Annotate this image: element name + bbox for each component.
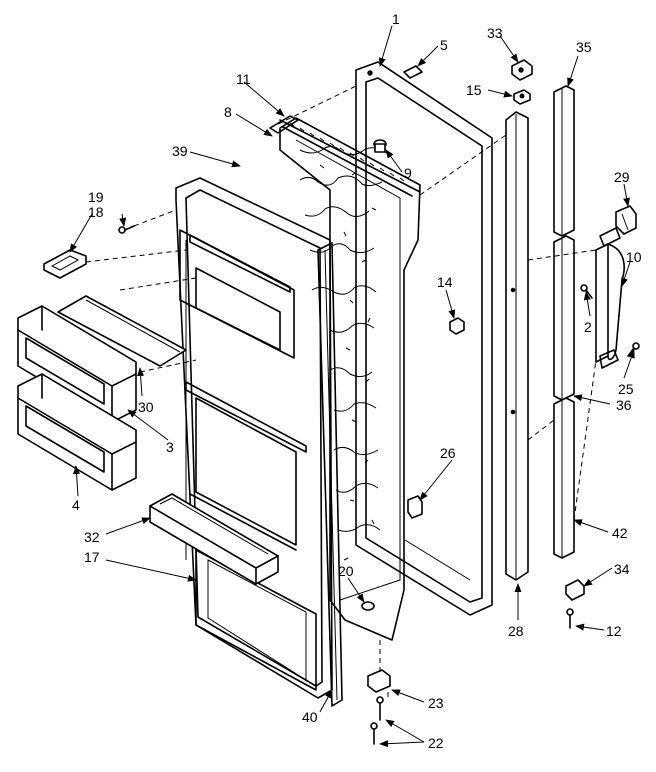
callout-25: 25 <box>618 381 634 397</box>
callout-34: 34 <box>614 561 630 577</box>
callout-14: 14 <box>437 274 453 290</box>
leader-lines <box>69 25 635 748</box>
callout-32: 32 <box>84 529 100 545</box>
screws-22 <box>370 696 384 745</box>
hinge-33 <box>511 59 533 81</box>
callout-35: 35 <box>576 39 592 55</box>
callout-40: 40 <box>302 709 318 725</box>
door-shelf-32 <box>149 493 279 585</box>
callout-5: 5 <box>440 37 448 53</box>
callout-1: 1 <box>392 11 400 27</box>
handle-bracket-29 <box>615 205 637 235</box>
callout-17: 17 <box>84 549 100 565</box>
callout-10: 10 <box>626 249 642 265</box>
callout-11: 11 <box>236 71 251 87</box>
screw-12 <box>566 608 574 629</box>
hardware-5 <box>403 65 423 79</box>
callout-2: 2 <box>584 319 592 335</box>
door-outer-frame <box>355 61 493 616</box>
hinge-23 <box>367 669 391 693</box>
foam-insulation-block <box>279 117 421 641</box>
callout-9: 9 <box>404 165 412 181</box>
bracket-34 <box>565 579 585 601</box>
callout-30: 30 <box>138 399 154 415</box>
callout-4: 4 <box>72 497 80 513</box>
bin-cover-30 <box>57 295 187 367</box>
door-gasket-frame <box>269 115 421 197</box>
callout-36: 36 <box>616 397 632 413</box>
door-handle-10 <box>595 227 625 369</box>
callout-28: 28 <box>508 623 524 639</box>
plug-9 <box>373 139 387 153</box>
callout-12: 12 <box>606 623 622 639</box>
callout-20: 20 <box>338 563 354 579</box>
trim-channel-28 <box>505 111 529 581</box>
screw-25 <box>627 342 640 357</box>
callout-18: 18 <box>88 204 104 220</box>
callout-26: 26 <box>440 445 456 461</box>
callout-22: 22 <box>428 735 444 751</box>
trim-strip-42 <box>553 397 575 559</box>
door-bin-4 <box>17 373 137 491</box>
clip-26 <box>407 495 423 519</box>
callout-15: 15 <box>466 82 482 98</box>
bushing-15 <box>513 89 531 105</box>
callout-29: 29 <box>614 169 630 185</box>
callout-42: 42 <box>612 525 628 541</box>
callout-3: 3 <box>166 439 174 455</box>
callout-labels: 1 5 33 35 11 15 8 9 39 29 19 18 10 14 2 … <box>72 11 642 751</box>
clip-14 <box>449 317 465 335</box>
part-18 <box>43 249 87 279</box>
clip-20 <box>361 601 375 611</box>
trim-strip-36 <box>553 235 575 401</box>
callout-33: 33 <box>487 25 503 41</box>
trim-strip-35 <box>553 85 575 237</box>
screw-19 <box>118 225 135 234</box>
door-trim-strip-40 <box>317 242 343 707</box>
callout-19: 19 <box>88 189 104 205</box>
callout-23: 23 <box>428 695 444 711</box>
callout-39: 39 <box>172 143 188 159</box>
assembly-lines <box>85 85 597 700</box>
inner-door-liner <box>175 177 333 699</box>
callout-8: 8 <box>224 104 232 120</box>
